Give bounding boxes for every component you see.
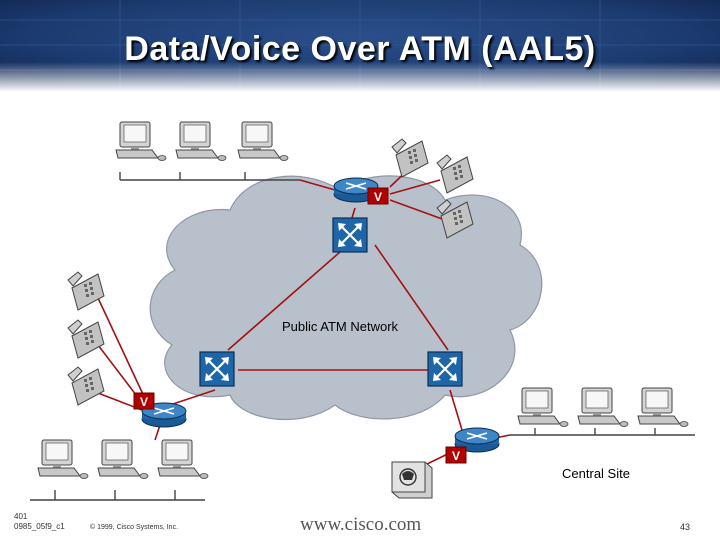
slide-title: Data/Voice Over ATM (AAL5) — [124, 30, 596, 68]
workstation-icon — [517, 387, 569, 427]
telephone-icon — [67, 271, 105, 311]
workstation-icon — [577, 387, 629, 427]
title-banner: Data/Voice Over ATM (AAL5) — [0, 0, 720, 92]
network-label: Public ATM Network — [282, 319, 399, 334]
workstation-icon — [637, 387, 689, 427]
atm-switch-icon — [426, 350, 464, 388]
pbx-icon — [391, 461, 433, 499]
workstation-icon — [115, 121, 167, 161]
workstation-icon — [237, 121, 289, 161]
telephone-icon — [436, 154, 474, 194]
voice-marker-label: V — [140, 395, 148, 409]
voice-marker-top — [367, 187, 389, 205]
slide-id-line2: 0985_05f9_c1 — [14, 522, 65, 531]
voice-marker-label: V — [374, 190, 382, 204]
title-background — [0, 0, 720, 92]
slide-id: 401 0985_05f9_c1 — [14, 512, 65, 532]
workstation-icon — [157, 439, 209, 479]
voice-marker-right — [445, 446, 467, 464]
atm-switch-icon — [198, 350, 236, 388]
telephone-icon — [67, 366, 105, 406]
lan-segments — [30, 172, 695, 501]
central-site-label: Central Site — [562, 466, 630, 481]
voice-marker-left — [133, 392, 155, 410]
slide-id-line1: 401 — [14, 512, 28, 521]
page-number: 43 — [680, 522, 691, 532]
workstation-icon — [175, 121, 227, 161]
atm-switch-icon — [331, 216, 369, 254]
network-links — [97, 159, 511, 466]
workstation-icon — [97, 439, 149, 479]
website-link[interactable]: www.cisco.com — [300, 514, 422, 535]
workstation-icon — [37, 439, 89, 479]
voice-marker-label: V — [452, 449, 460, 463]
telephone-icon — [391, 138, 429, 178]
telephone-icon — [67, 319, 105, 359]
copyright-notice: © 1999, Cisco Systems, Inc. — [90, 524, 179, 531]
